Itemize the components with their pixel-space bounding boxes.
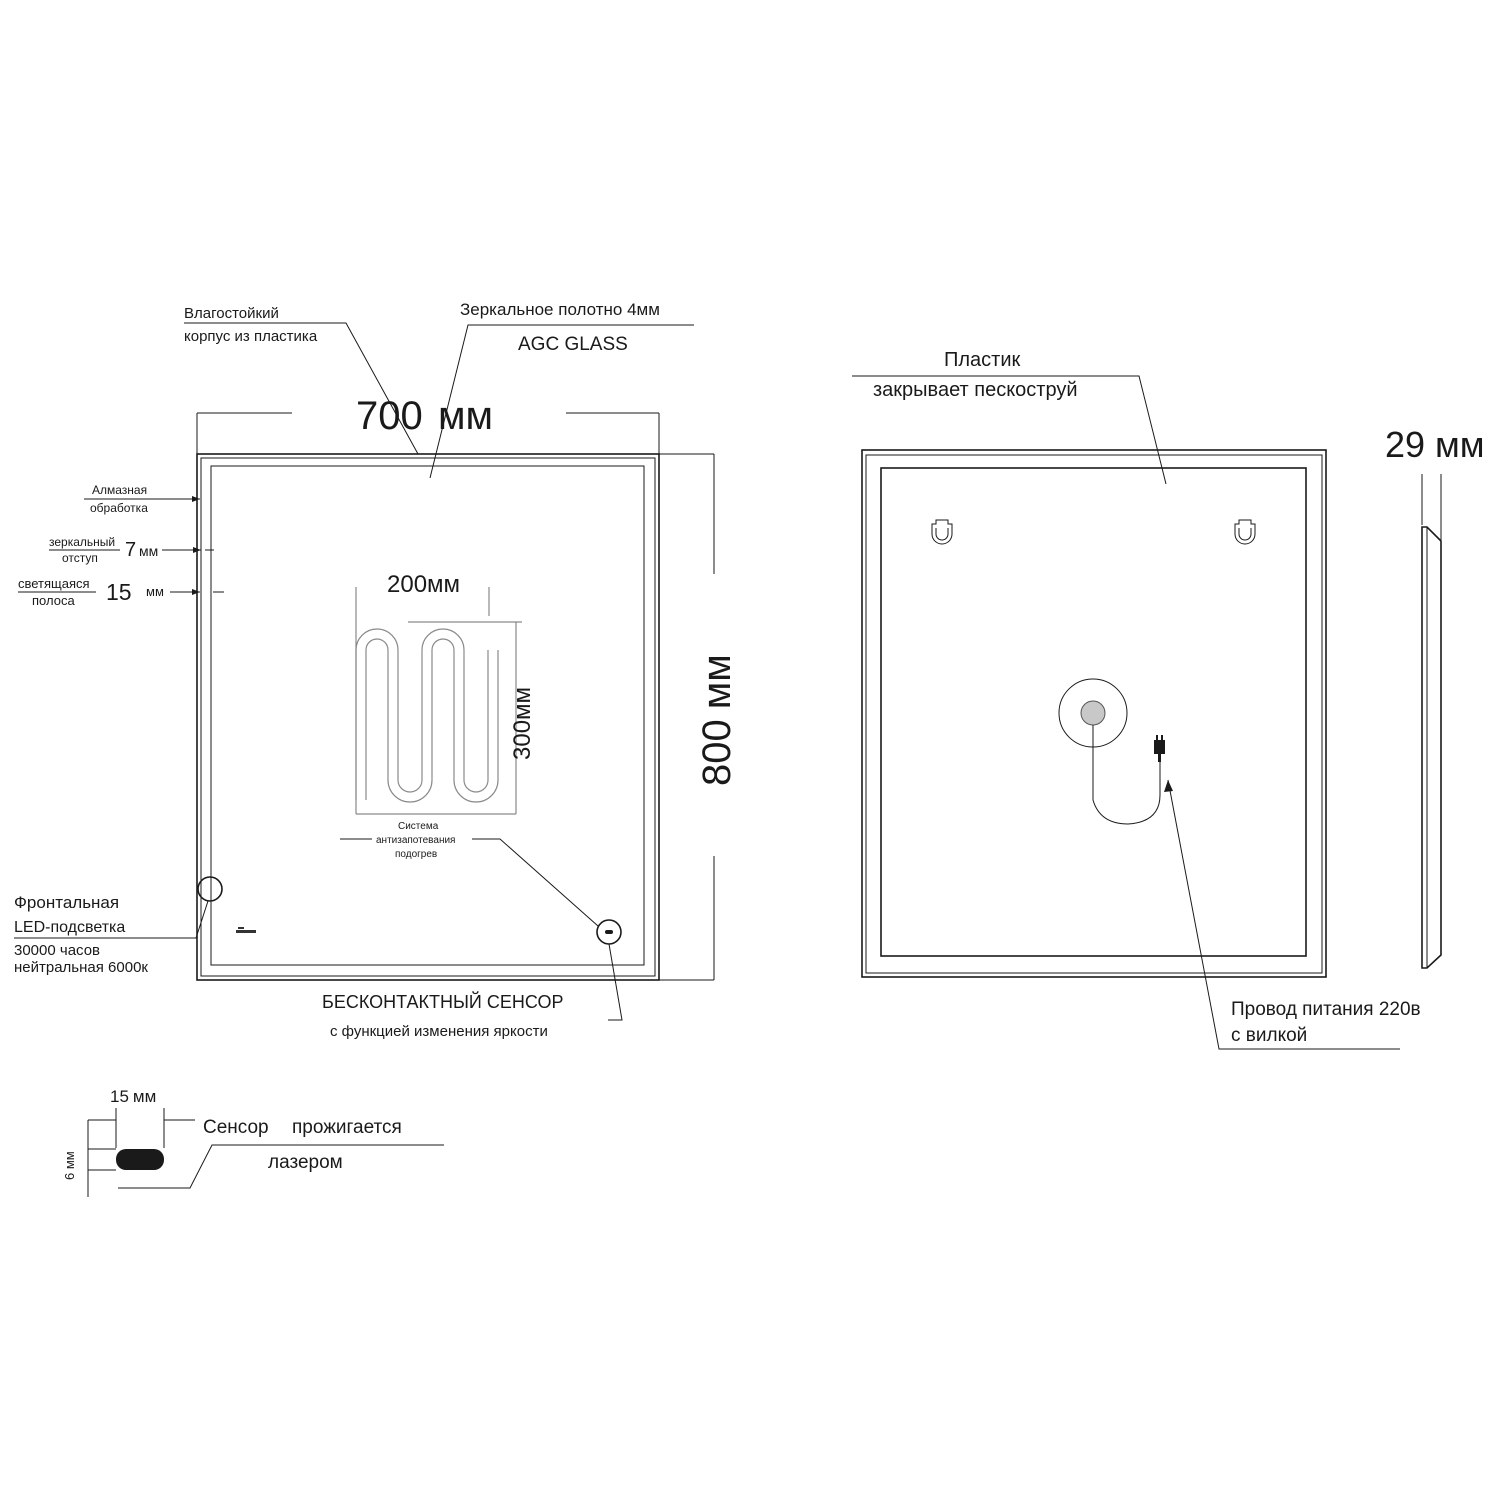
- hanger-left: [931, 519, 953, 545]
- front-led-strip-inner: [210, 465, 645, 966]
- heater-coil-inner: [365, 638, 499, 803]
- driver-knob: [1080, 700, 1106, 726]
- power-cable: [1092, 725, 1161, 825]
- back-view: Пластик закрывает пескоструй Провод пита…: [852, 349, 1421, 1050]
- back-inner-frame-1: [865, 454, 1323, 974]
- width-value: 700: [356, 394, 423, 438]
- height-label: 800мм: [695, 654, 739, 786]
- side-view: 29 мм: [1385, 424, 1485, 969]
- hanger-right: [1234, 519, 1256, 545]
- plastic-label-1: Пластик: [944, 349, 1021, 371]
- depth-value: 29: [1385, 424, 1425, 465]
- diamond-label-2: обработка: [90, 501, 148, 515]
- housing-label-2: корпус из пластика: [184, 328, 318, 345]
- depth-unit: мм: [1435, 424, 1485, 465]
- led-label-1: Фронтальная: [14, 893, 119, 912]
- sensor-detail-label-3: лазером: [268, 1152, 343, 1173]
- led-label-2: LED-подсветка: [14, 919, 125, 936]
- housing-label-1: Влагостойкий: [184, 305, 279, 322]
- strip-value: 15: [106, 579, 132, 605]
- brand-logo: [236, 927, 256, 933]
- front-glass-edge: [200, 457, 656, 977]
- mirror-offset-arrow: [193, 547, 201, 553]
- strip-label-2: полоса: [32, 593, 75, 608]
- power-arrow: [1164, 780, 1173, 792]
- plastic-leader: [852, 375, 1167, 485]
- led-callout-circle: [197, 876, 223, 902]
- heater-label-1: Система: [398, 821, 439, 832]
- diamond-label-1: Алмазная: [92, 483, 147, 497]
- heater-element: [355, 587, 522, 815]
- sensor-detail-leader: [118, 1144, 444, 1189]
- plug-icon: [1154, 735, 1165, 762]
- side-profile: [1421, 526, 1442, 969]
- sensor-detail-height: 6 мм: [62, 1151, 77, 1180]
- heater-label-2: антизапотевания: [376, 835, 455, 846]
- heater-leader-right: [472, 838, 599, 927]
- mirror-offset-label-1: зеркальный: [49, 535, 115, 549]
- mirror-offset-label-2: отступ: [62, 551, 98, 565]
- glass-label-1: Зеркальное полотно 4мм: [460, 300, 660, 319]
- plastic-label-2: закрывает пескоструй: [873, 379, 1078, 401]
- back-plastic-panel: [880, 467, 1307, 957]
- diamond-arrow: [192, 496, 200, 502]
- glass-label-2: AGC GLASS: [518, 334, 628, 355]
- mirror-offset-value: 7: [125, 539, 136, 561]
- housing-leader: [184, 322, 419, 455]
- sensor-label-2: с функцией изменения яркости: [330, 1023, 548, 1040]
- heater-label-3: подогрев: [395, 849, 437, 860]
- led-leader: [14, 900, 209, 939]
- sensor-detail-label-1: Сенсор: [203, 1117, 269, 1138]
- front-outer-frame: [196, 453, 660, 981]
- width-unit: мм: [438, 394, 493, 438]
- strip-label-1: светящаяся: [18, 576, 90, 591]
- glass-leader: [429, 324, 694, 479]
- heater-coil-outer: [355, 628, 489, 800]
- strip-arrow: [192, 589, 200, 595]
- heater-height: 300мм: [509, 687, 536, 760]
- sensor-slot: [605, 930, 613, 934]
- back-outer-frame: [861, 449, 1327, 978]
- front-view: 700 мм 800мм Влагостойкий корпус из плас…: [14, 300, 739, 1040]
- sensor-leader: [608, 943, 623, 1021]
- led-label-3: 30000 часов: [14, 942, 100, 959]
- power-leader: [1167, 779, 1400, 1050]
- sensor-detail-label-2: прожигается: [292, 1117, 402, 1138]
- strip-unit: мм: [146, 584, 164, 599]
- mirror-offset-unit: мм: [139, 543, 158, 559]
- power-label-1: Провод питания 220в: [1231, 999, 1421, 1020]
- heater-width: 200мм: [387, 571, 460, 598]
- power-label-2: с вилкой: [1231, 1025, 1307, 1046]
- led-label-4: нейтральная 6000к: [14, 959, 148, 976]
- sensor-detail-shape: [116, 1149, 164, 1170]
- sensor-label-1: БЕСКОНТАКТНЫЙ СЕНСОР: [322, 991, 563, 1012]
